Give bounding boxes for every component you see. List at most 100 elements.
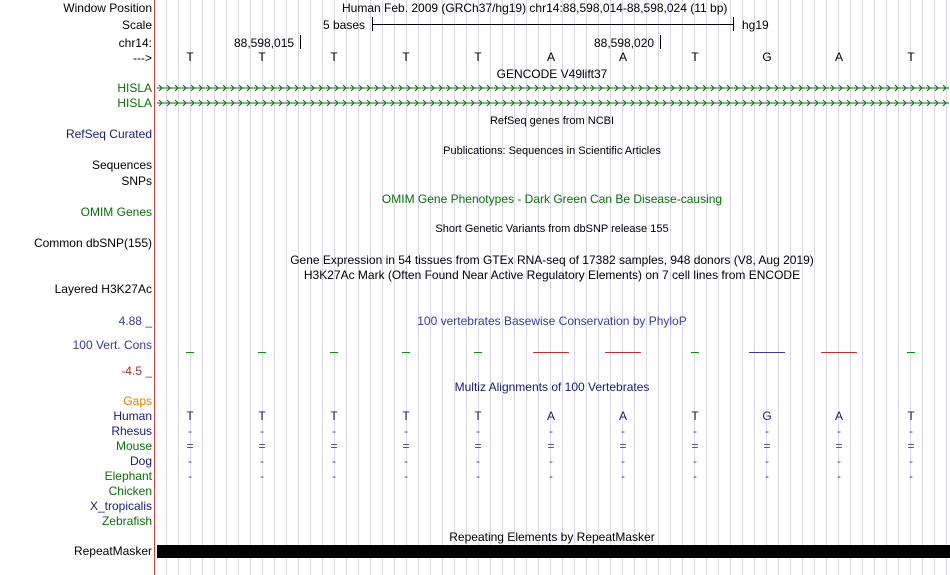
hisla-gene-2[interactable] [157, 97, 949, 107]
h3k27ac-track-title[interactable]: H3K27Ac Mark (Often Found Near Active Re… [303, 268, 801, 282]
grid-line [178, 0, 179, 575]
strand-chevron-icon [518, 84, 523, 92]
alignment-base-human: T [474, 409, 482, 423]
strand-chevron-icon [454, 84, 459, 92]
species-label-dog[interactable]: Dog [129, 454, 152, 468]
strand-chevron-icon [422, 84, 427, 92]
scale-db: hg19 [742, 18, 769, 32]
strand-chevron-icon [830, 99, 835, 107]
track-label-gaps[interactable]: Gaps [123, 394, 152, 408]
alignment-mark-dog: - [188, 454, 192, 468]
strand-chevron-icon [494, 84, 499, 92]
track-label-snps[interactable]: SNPs [121, 174, 152, 188]
strand-chevron-icon [174, 84, 179, 92]
strand-label[interactable]: ---> [133, 51, 152, 65]
strand-chevron-icon [870, 99, 875, 107]
conservation-bar [186, 352, 194, 353]
track-label-dbsnp[interactable]: Common dbSNP(155) [33, 236, 152, 250]
strand-chevron-icon [486, 84, 491, 92]
strand-chevron-icon [566, 84, 571, 92]
grid-line [574, 0, 575, 575]
strand-chevron-icon [758, 84, 763, 92]
species-label-mouse[interactable]: Mouse [115, 439, 152, 453]
track-label-refseq[interactable]: RefSeq Curated [65, 127, 152, 141]
strand-chevron-icon [222, 84, 227, 92]
track-label-omim[interactable]: OMIM Genes [80, 205, 152, 219]
strand-chevron-icon [614, 84, 619, 92]
track-label-conservation[interactable]: 100 Vert. Cons [72, 338, 152, 352]
species-label-chicken[interactable]: Chicken [108, 484, 152, 498]
strand-chevron-icon [414, 84, 419, 92]
strand-chevron-icon [214, 84, 219, 92]
coordinate-tick-2 [660, 35, 661, 49]
strand-chevron-icon [598, 99, 603, 107]
species-label-human[interactable]: Human [113, 409, 152, 423]
track-label-h3k27ac[interactable]: Layered H3K27Ac [54, 282, 152, 296]
strand-chevron-icon [870, 84, 875, 92]
strand-chevron-icon [542, 99, 547, 107]
strand-chevron-icon [190, 99, 195, 107]
alignment-base-human: T [258, 409, 266, 423]
strand-chevron-icon [350, 99, 355, 107]
grid-line [334, 0, 335, 575]
grid-line [874, 0, 875, 575]
hisla-gene-1[interactable] [157, 82, 949, 92]
strand-chevron-icon [750, 84, 755, 92]
gtex-track-title[interactable]: Gene Expression in 54 tissues from GTEx … [290, 253, 814, 267]
grid-line [718, 0, 719, 575]
species-label-rhesus[interactable]: Rhesus [111, 424, 152, 438]
alignment-mark-rhesus: - [476, 424, 480, 438]
track-label-sequences[interactable]: Sequences [91, 158, 152, 172]
dbsnp-track-title[interactable]: Short Genetic Variants from dbSNP releas… [435, 223, 669, 235]
grid-line [598, 0, 599, 575]
grid-line [310, 0, 311, 575]
refseq-track-title[interactable]: RefSeq genes from NCBI [489, 115, 615, 127]
grid-line [322, 0, 323, 575]
base-letter: A [546, 50, 555, 64]
repeat-element-bar[interactable] [157, 545, 950, 558]
gencode-track-title[interactable]: GENCODE V49lift37 [496, 67, 608, 81]
species-label-zebrafish[interactable]: Zebrafish [101, 514, 152, 528]
track-label-hisla-2[interactable]: HISLA [117, 96, 152, 110]
grid-line [478, 0, 479, 575]
strand-chevron-icon [398, 99, 403, 107]
strand-chevron-icon [598, 84, 603, 92]
omim-track-title[interactable]: OMIM Gene Phenotypes - Dark Green Can Be… [381, 192, 723, 206]
strand-chevron-icon [750, 99, 755, 107]
species-label-xtropicalis[interactable]: X_tropicalis [89, 499, 152, 513]
strand-chevron-icon [374, 84, 379, 92]
track-label-repeatmasker[interactable]: RepeatMasker [73, 544, 152, 558]
strand-chevron-icon [174, 99, 179, 107]
strand-chevron-icon [838, 84, 843, 92]
strand-chevron-icon [590, 84, 595, 92]
alignment-base-human: T [186, 409, 194, 423]
alignment-mark-elephant: - [909, 469, 913, 483]
strand-chevron-icon [686, 84, 691, 92]
strand-chevron-icon [334, 99, 339, 107]
strand-chevron-icon [462, 99, 467, 107]
grid-line [730, 0, 731, 575]
strand-chevron-icon [358, 84, 363, 92]
grid-line [622, 0, 623, 575]
strand-chevron-icon [494, 99, 499, 107]
conservation-track-title[interactable]: 100 vertebrates Basewise Conservation by… [417, 314, 687, 328]
alignment-mark-rhesus: - [765, 424, 769, 438]
alignment-mark-elephant: - [837, 469, 841, 483]
strand-chevron-icon [934, 84, 939, 92]
track-label-hisla-1[interactable]: HISLA [117, 81, 152, 95]
strand-chevron-icon [734, 99, 739, 107]
multiz-track-title[interactable]: Multiz Alignments of 100 Vertebrates [454, 380, 650, 394]
strand-chevron-icon [574, 84, 579, 92]
strand-chevron-icon [182, 99, 187, 107]
strand-chevron-icon [406, 99, 411, 107]
repeatmasker-track-title[interactable]: Repeating Elements by RepeatMasker [449, 530, 655, 544]
publications-track-title[interactable]: Publications: Sequences in Scientific Ar… [443, 145, 661, 157]
strand-chevron-icon [558, 84, 563, 92]
strand-chevron-icon [814, 84, 819, 92]
strand-chevron-icon [166, 84, 171, 92]
strand-chevron-icon [614, 99, 619, 107]
species-label-elephant[interactable]: Elephant [104, 469, 152, 483]
alignment-mark-elephant: - [549, 469, 553, 483]
strand-chevron-icon [646, 99, 651, 107]
strand-chevron-icon [670, 99, 675, 107]
